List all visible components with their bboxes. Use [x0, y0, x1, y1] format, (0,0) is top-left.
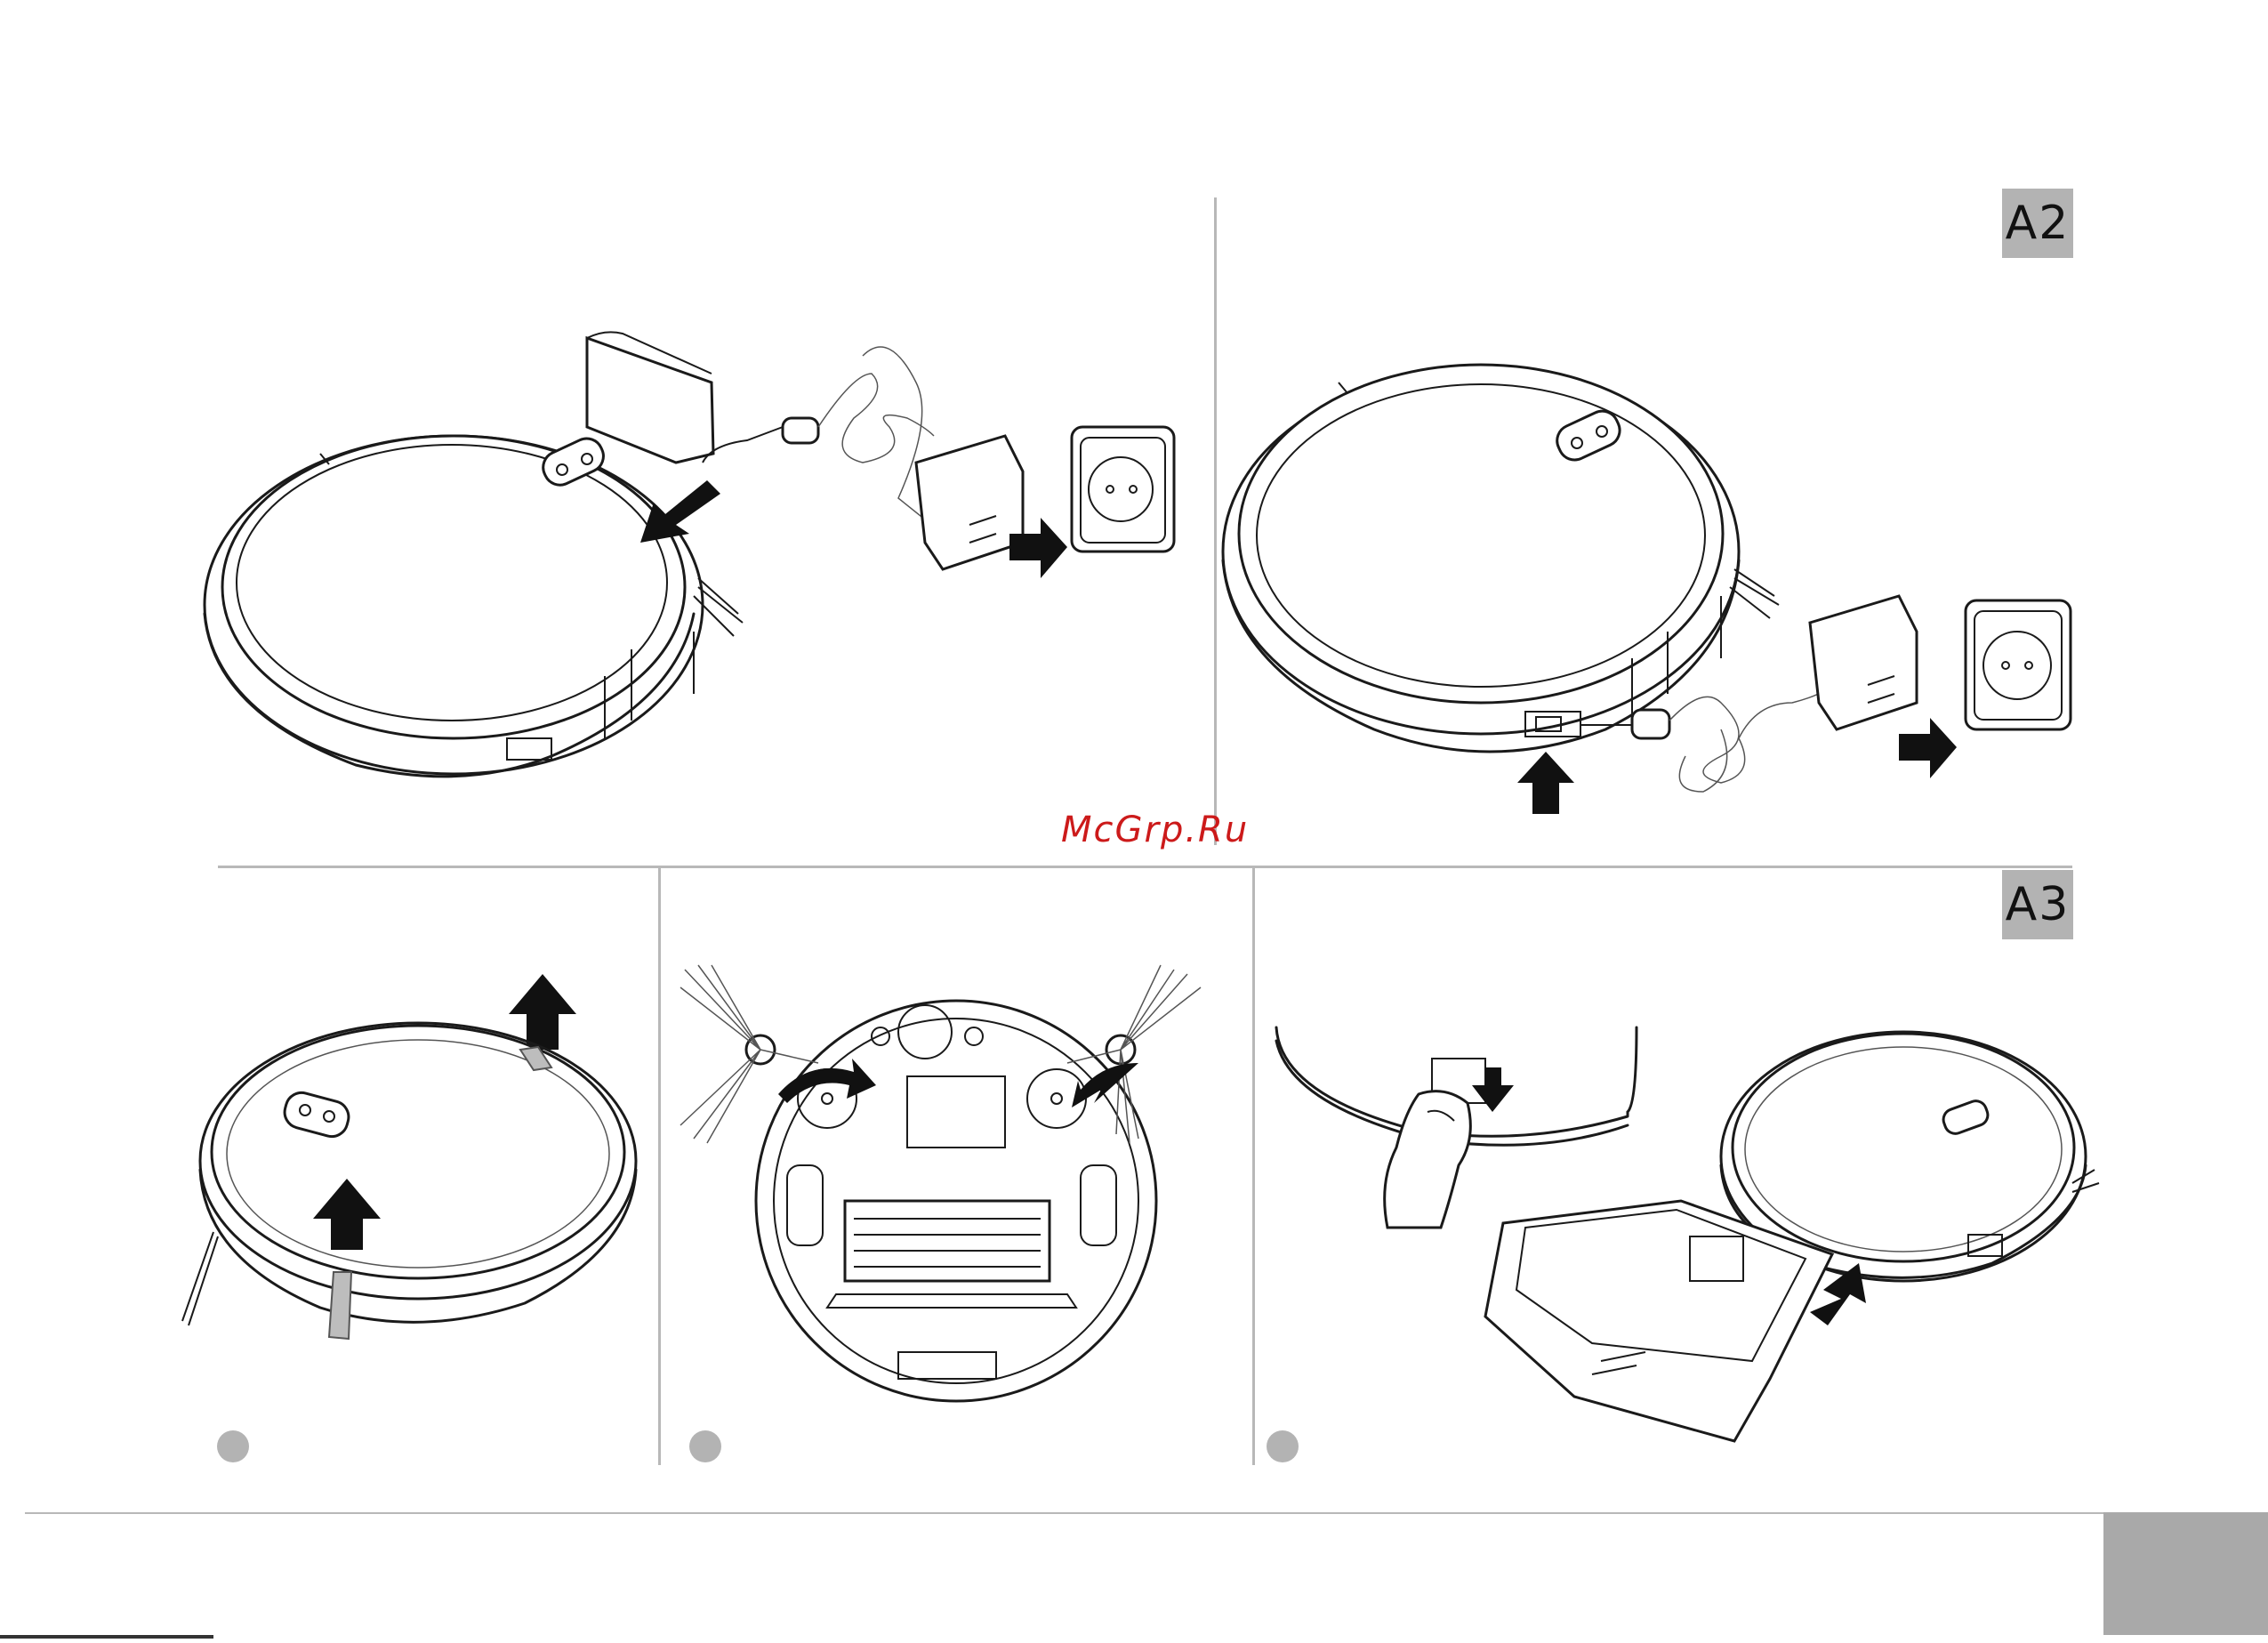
divider-middle-horizontal — [218, 866, 2072, 868]
section-label-a2: A2 — [2002, 189, 2073, 258]
illustration-install-side-brushes — [676, 952, 1227, 1414]
divider-footer — [25, 1512, 2266, 1514]
section-label-a3: A3 — [2002, 870, 2073, 939]
step-marker-2 — [689, 1430, 721, 1462]
arrow-icon — [640, 480, 720, 543]
footer-rule — [0, 1635, 213, 1639]
step-marker-1 — [217, 1430, 249, 1462]
illustration-remove-protective-strips — [178, 965, 640, 1348]
illustration-insert-dustbin — [1272, 1023, 2090, 1441]
page-number-tab — [2103, 1512, 2268, 1635]
watermark: McGrp.Ru — [1061, 809, 1249, 850]
divider-bottom-right — [1252, 867, 1255, 1465]
divider-top-vertical — [1214, 197, 1217, 845]
illustration-robot-charging-dock — [213, 320, 1192, 783]
illustration-robot-charging-direct — [1223, 329, 2077, 809]
divider-bottom-left — [658, 867, 661, 1465]
